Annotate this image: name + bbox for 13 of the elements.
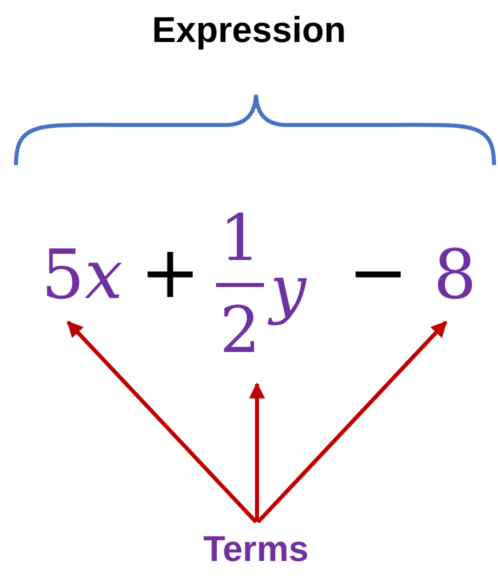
numerator: 1	[220, 201, 260, 277]
terms-label: Terms	[203, 527, 309, 571]
arrow	[66, 320, 258, 524]
coefficient: 5	[41, 235, 84, 317]
operator-sign: −	[348, 229, 408, 316]
denominator: 2	[220, 293, 260, 369]
variable: y	[270, 252, 306, 328]
arrow	[256, 320, 448, 524]
variable: x	[84, 235, 123, 317]
arrow	[249, 382, 265, 522]
operator-sign: +	[140, 229, 200, 316]
title: Expression	[150, 8, 348, 52]
coefficient: 8	[433, 235, 477, 317]
